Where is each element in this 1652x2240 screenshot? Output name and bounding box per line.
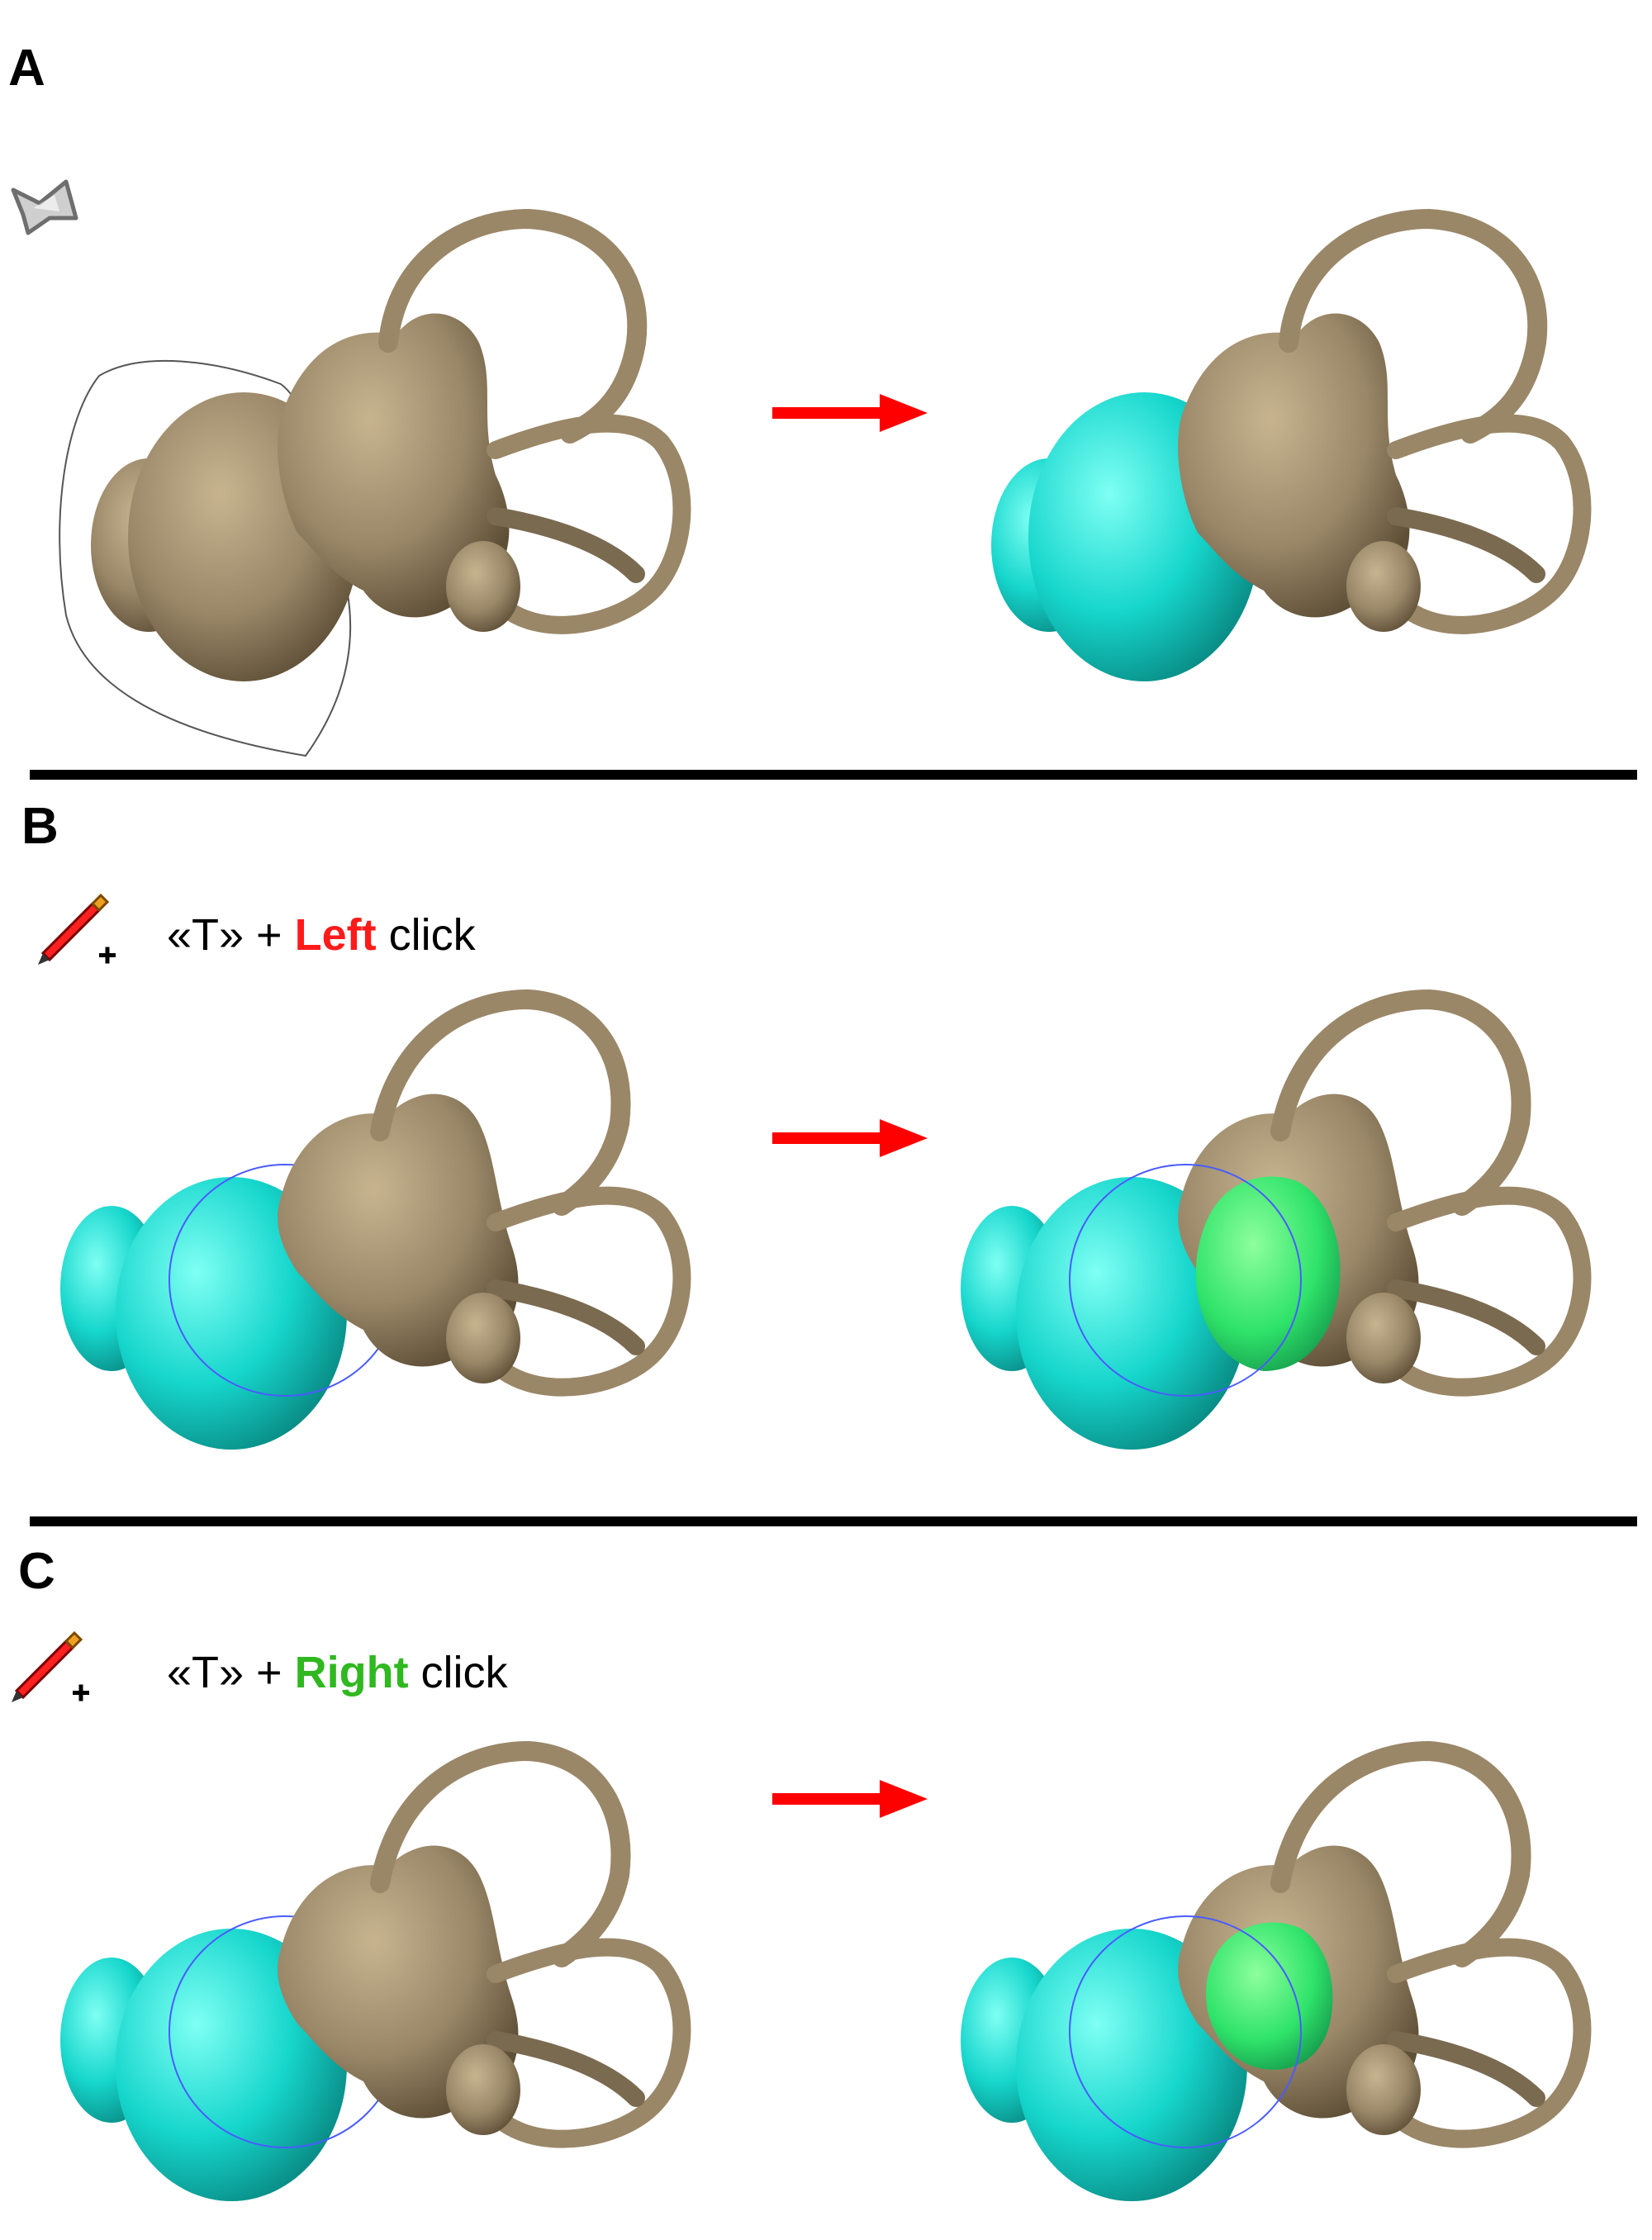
divider-bc <box>30 1516 1637 1526</box>
lasso-outline <box>59 359 352 757</box>
semicircular-canal-posterior <box>1387 414 1592 634</box>
semicircular-canal-posterior <box>1387 1938 1592 2148</box>
semicircular-canal-superior <box>1270 1740 1531 1967</box>
lasso-tool-icon <box>8 175 83 245</box>
inner-ear-model-before <box>33 950 743 1483</box>
semicircular-canal-lateral <box>1387 1279 1545 1355</box>
divider-ab <box>30 770 1637 780</box>
instruction-suffix: click <box>376 910 476 960</box>
instruction-suffix: click <box>408 1648 508 1697</box>
inner-ear-model-after <box>933 950 1644 1483</box>
semicircular-canal-superior <box>1270 989 1531 1216</box>
semicircular-canal-posterior <box>487 1186 691 1397</box>
semicircular-canal-lateral <box>1387 507 1545 583</box>
transition-arrow-c <box>772 1778 929 1824</box>
transition-arrow-b <box>772 1118 929 1163</box>
inner-ear-model-after <box>933 202 1644 768</box>
selected-region <box>1195 1176 1341 1371</box>
brush-cursor <box>1069 1164 1302 1397</box>
ampulla <box>446 1293 520 1383</box>
vestibule <box>278 1845 519 2119</box>
semicircular-canal-lateral <box>487 2031 645 2107</box>
inner-ear-model-before <box>33 1693 743 2234</box>
panel-label-b: B <box>21 798 59 855</box>
ampulla <box>1346 1293 1421 1383</box>
transition-arrow-a <box>772 392 929 438</box>
vestibule <box>1178 313 1410 618</box>
right-button-label: Right <box>294 1648 409 1697</box>
instruction-right-click: «T» + Right click <box>167 1650 508 1695</box>
inner-ear-model-before <box>33 202 743 768</box>
semicircular-canal-lateral <box>1387 2031 1545 2107</box>
ampulla <box>1346 2044 1421 2135</box>
semicircular-canal-superior <box>1279 208 1548 444</box>
panel-label-a: A <box>8 40 45 97</box>
left-button-label: Left <box>294 910 377 960</box>
semicircular-canal-superior <box>370 989 631 1216</box>
instruction-prefix: «T» + <box>167 1648 295 1697</box>
instruction-prefix: «T» + <box>167 910 295 960</box>
semicircular-canal-lateral <box>487 507 645 583</box>
pencil-add-icon <box>35 893 117 980</box>
ampulla <box>446 541 520 632</box>
semicircular-canal-lateral <box>487 1279 645 1355</box>
semicircular-canal-posterior <box>487 1938 691 2148</box>
ampulla <box>1346 541 1421 632</box>
instruction-left-click: «T» + Left click <box>167 913 476 957</box>
ampulla <box>446 2044 520 2135</box>
inner-ear-model-after <box>933 1693 1644 2234</box>
vestibule <box>278 313 510 618</box>
pencil-add-icon <box>8 1630 91 1718</box>
panel-label-c: C <box>18 1543 55 1600</box>
semicircular-canal-superior <box>370 1740 631 1967</box>
vestibule <box>278 1094 519 1367</box>
semicircular-canal-posterior <box>1387 1186 1592 1397</box>
semicircular-canal-posterior <box>487 414 691 634</box>
brush-cursor <box>1069 1915 1302 2148</box>
semicircular-canal-superior <box>378 208 648 444</box>
